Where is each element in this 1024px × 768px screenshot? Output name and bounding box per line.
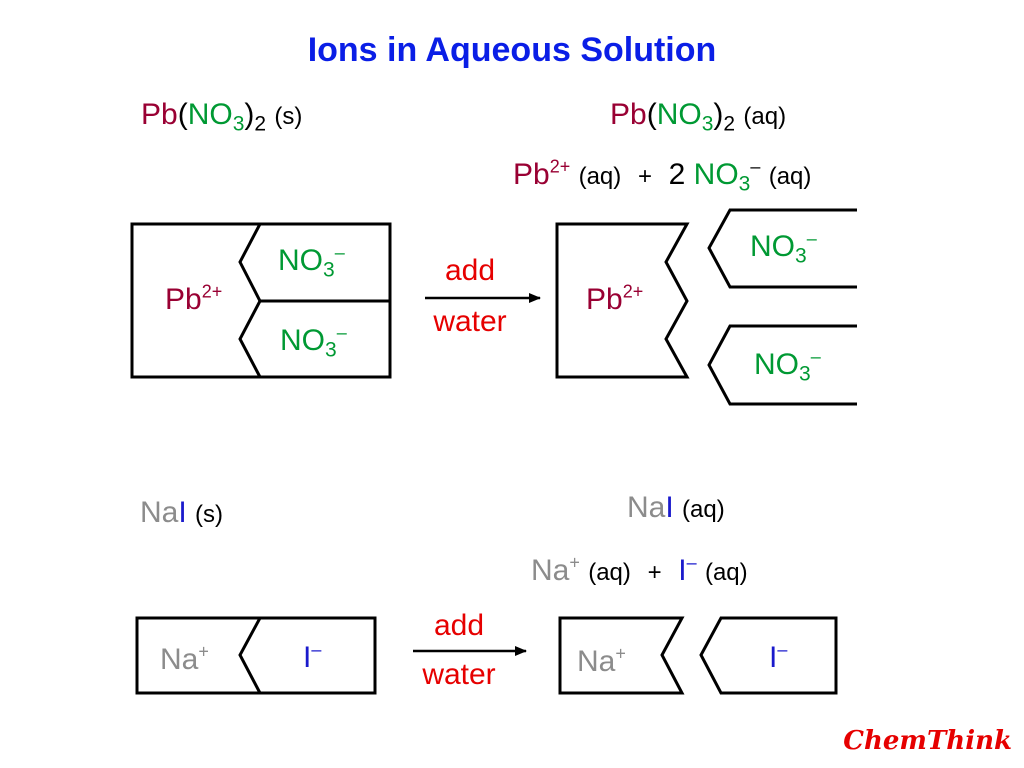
formula-anion: NO [656,98,702,131]
top-aqueous-formula: Pb(NO3)2 (aq) [610,98,787,136]
equation-anion-charge: – [750,156,761,177]
top-lead-ion-piece [555,222,690,379]
equation-cation-state: (aq) [578,163,622,190]
ion-symbol: NO [278,244,323,277]
bottom-dissolved-sodium-ion-label: Na+ [577,644,626,678]
formula-anion-subscript: 3 [701,112,714,136]
ion-subscript: 3 [799,362,811,386]
ion-subscript: 3 [325,338,337,362]
top-solid-nitrate-label-lower: NO3– [280,323,347,360]
ion-charge: – [311,639,322,660]
bottom-solid-lattice-box [135,616,377,695]
formula-state: (aq) [682,496,725,523]
formula-anion: NO [187,98,233,131]
equation-anion-state: (aq) [704,559,748,586]
equation-anion-subscript: 3 [738,172,751,196]
ion-symbol: Na [160,643,199,676]
top-nitrate-piece-lower [707,324,857,406]
equation-cation-charge: + [569,552,580,573]
top-dissolved-nitrate-label-upper: NO3– [750,229,817,266]
equation-plus: + [637,163,652,190]
top-solid-lattice-box [130,222,392,379]
ion-subscript: 3 [323,258,335,282]
top-solid-nitrate-label-upper: NO3– [278,243,345,280]
top-add-water-line1: add [444,254,496,287]
ion-symbol: NO [280,324,325,357]
top-dissolved-nitrate-label-lower: NO3– [754,347,821,384]
equation-cation-state: (aq) [588,559,631,586]
ion-symbol: Pb [165,283,202,316]
equation-anion: I [678,554,687,587]
formula-cation: Na [140,496,179,529]
formula-state: (s) [195,501,224,528]
formula-anion: I [178,496,187,529]
ion-symbol: NO [754,348,799,381]
top-ionic-equation: Pb2+ (aq) + 2 NO3– (aq) [513,157,812,194]
ion-symbol: Pb [586,283,623,316]
top-nitrate-piece-upper [707,208,857,289]
formula-cation: Pb [141,98,178,131]
formula-cation: Na [627,491,666,524]
ion-charge: – [777,639,788,660]
bottom-solid-iodide-label: I– [303,640,321,674]
bottom-sodium-ion-piece [558,616,685,695]
top-solid-lead-ion-label: Pb2+ [165,282,222,316]
chemthink-logo: ChemThink [843,726,1012,756]
formula-anion: I [665,491,674,524]
top-solid-upper-chevron [238,223,390,303]
top-add-water-line2: water [433,305,507,338]
ion-charge: – [334,242,345,263]
bottom-solid-sodium-ion-label: Na+ [160,642,209,676]
top-solid-lower-chevron [238,300,262,378]
equation-cation-charge: 2+ [549,156,571,177]
formula-group-subscript: 2 [254,112,267,136]
ion-symbol: I [303,641,312,674]
formula-state: (aq) [743,103,787,130]
equation-coefficient: 2 [668,158,686,191]
ion-charge: – [810,346,821,367]
formula-state: (s) [274,103,303,130]
bottom-solid-formula: NaI (s) [140,498,223,528]
ion-charge: + [198,641,209,662]
equation-anion-state: (aq) [768,163,812,190]
equation-anion: NO [693,158,739,191]
equation-cation: Na [531,554,570,587]
equation-cation: Pb [513,158,550,191]
ion-charge: – [336,322,347,343]
bottom-aqueous-formula: NaI (aq) [627,493,725,523]
equation-anion-charge: – [686,552,697,573]
ion-symbol: NO [750,230,795,263]
formula-group-subscript: 2 [723,112,736,136]
ion-subscript: 3 [795,244,807,268]
bottom-ionic-equation: Na+ (aq) + I– (aq) [531,553,748,587]
bottom-solid-chevron [238,617,262,694]
formula-cation: Pb [610,98,647,131]
ion-charge: 2+ [201,281,223,302]
top-solid-formula: Pb(NO3)2 (s) [141,98,303,136]
bottom-iodide-piece [699,616,838,695]
bottom-dissolved-iodide-label: I– [769,640,787,674]
ion-charge: + [615,643,626,664]
top-dissolved-lead-ion-label: Pb2+ [586,282,643,316]
ion-charge: 2+ [622,281,644,302]
bottom-add-water-line1: add [433,609,485,642]
ion-symbol: I [769,641,778,674]
formula-anion-subscript: 3 [232,112,245,136]
page-title: Ions in Aqueous Solution [307,31,717,69]
bottom-add-water-line2: water [422,658,496,691]
equation-plus: + [647,559,662,586]
ion-symbol: Na [577,645,616,678]
ion-charge: – [806,228,817,249]
